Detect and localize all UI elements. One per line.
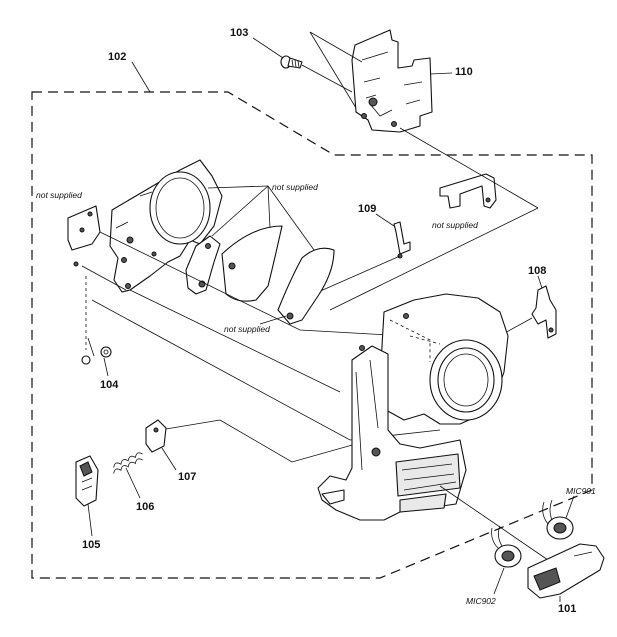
assembly-boundary-102: [31, 91, 593, 579]
note-not-supplied-bottom: not supplied: [224, 324, 270, 334]
shutter-blade-1: [221, 225, 283, 302]
part-101-mic-holder: [527, 543, 605, 599]
label-106: 106: [136, 501, 154, 513]
not-supplied-bracket-right: [439, 173, 497, 209]
label-103: 103: [230, 27, 248, 39]
note-not-supplied-top: not supplied: [272, 182, 318, 192]
shutter-lever: [185, 235, 221, 295]
part-106-spring: [113, 452, 143, 474]
part-103-screw: [280, 55, 303, 69]
part-mic901: [542, 499, 574, 540]
label-109: 109: [358, 203, 376, 215]
label-107: 107: [178, 471, 196, 483]
part-107-lever: [145, 419, 167, 453]
note-not-supplied-left: not supplied: [36, 190, 82, 200]
label-110: 110: [455, 66, 473, 78]
part-109-clip: [393, 221, 411, 259]
part-108-bracket: [531, 285, 557, 339]
label-104: 104: [100, 379, 119, 391]
main-housing: [317, 293, 509, 521]
label-mic902: MIC902: [466, 596, 496, 606]
label-101: 101: [558, 603, 576, 615]
part-104-spring: [81, 337, 112, 365]
label-102: 102: [108, 51, 126, 63]
label-105: 105: [82, 539, 100, 551]
part-105-button: [75, 455, 99, 507]
label-mic901: MIC901: [566, 486, 596, 496]
shutter-blade-2: [277, 247, 335, 325]
not-supplied-plate-left: [67, 205, 101, 267]
note-not-supplied-right: not supplied: [432, 220, 478, 230]
lens-mount-frame: [109, 159, 223, 293]
part-mic902: [491, 525, 522, 568]
label-108: 108: [528, 265, 546, 277]
part-110-bracket: [351, 29, 433, 133]
